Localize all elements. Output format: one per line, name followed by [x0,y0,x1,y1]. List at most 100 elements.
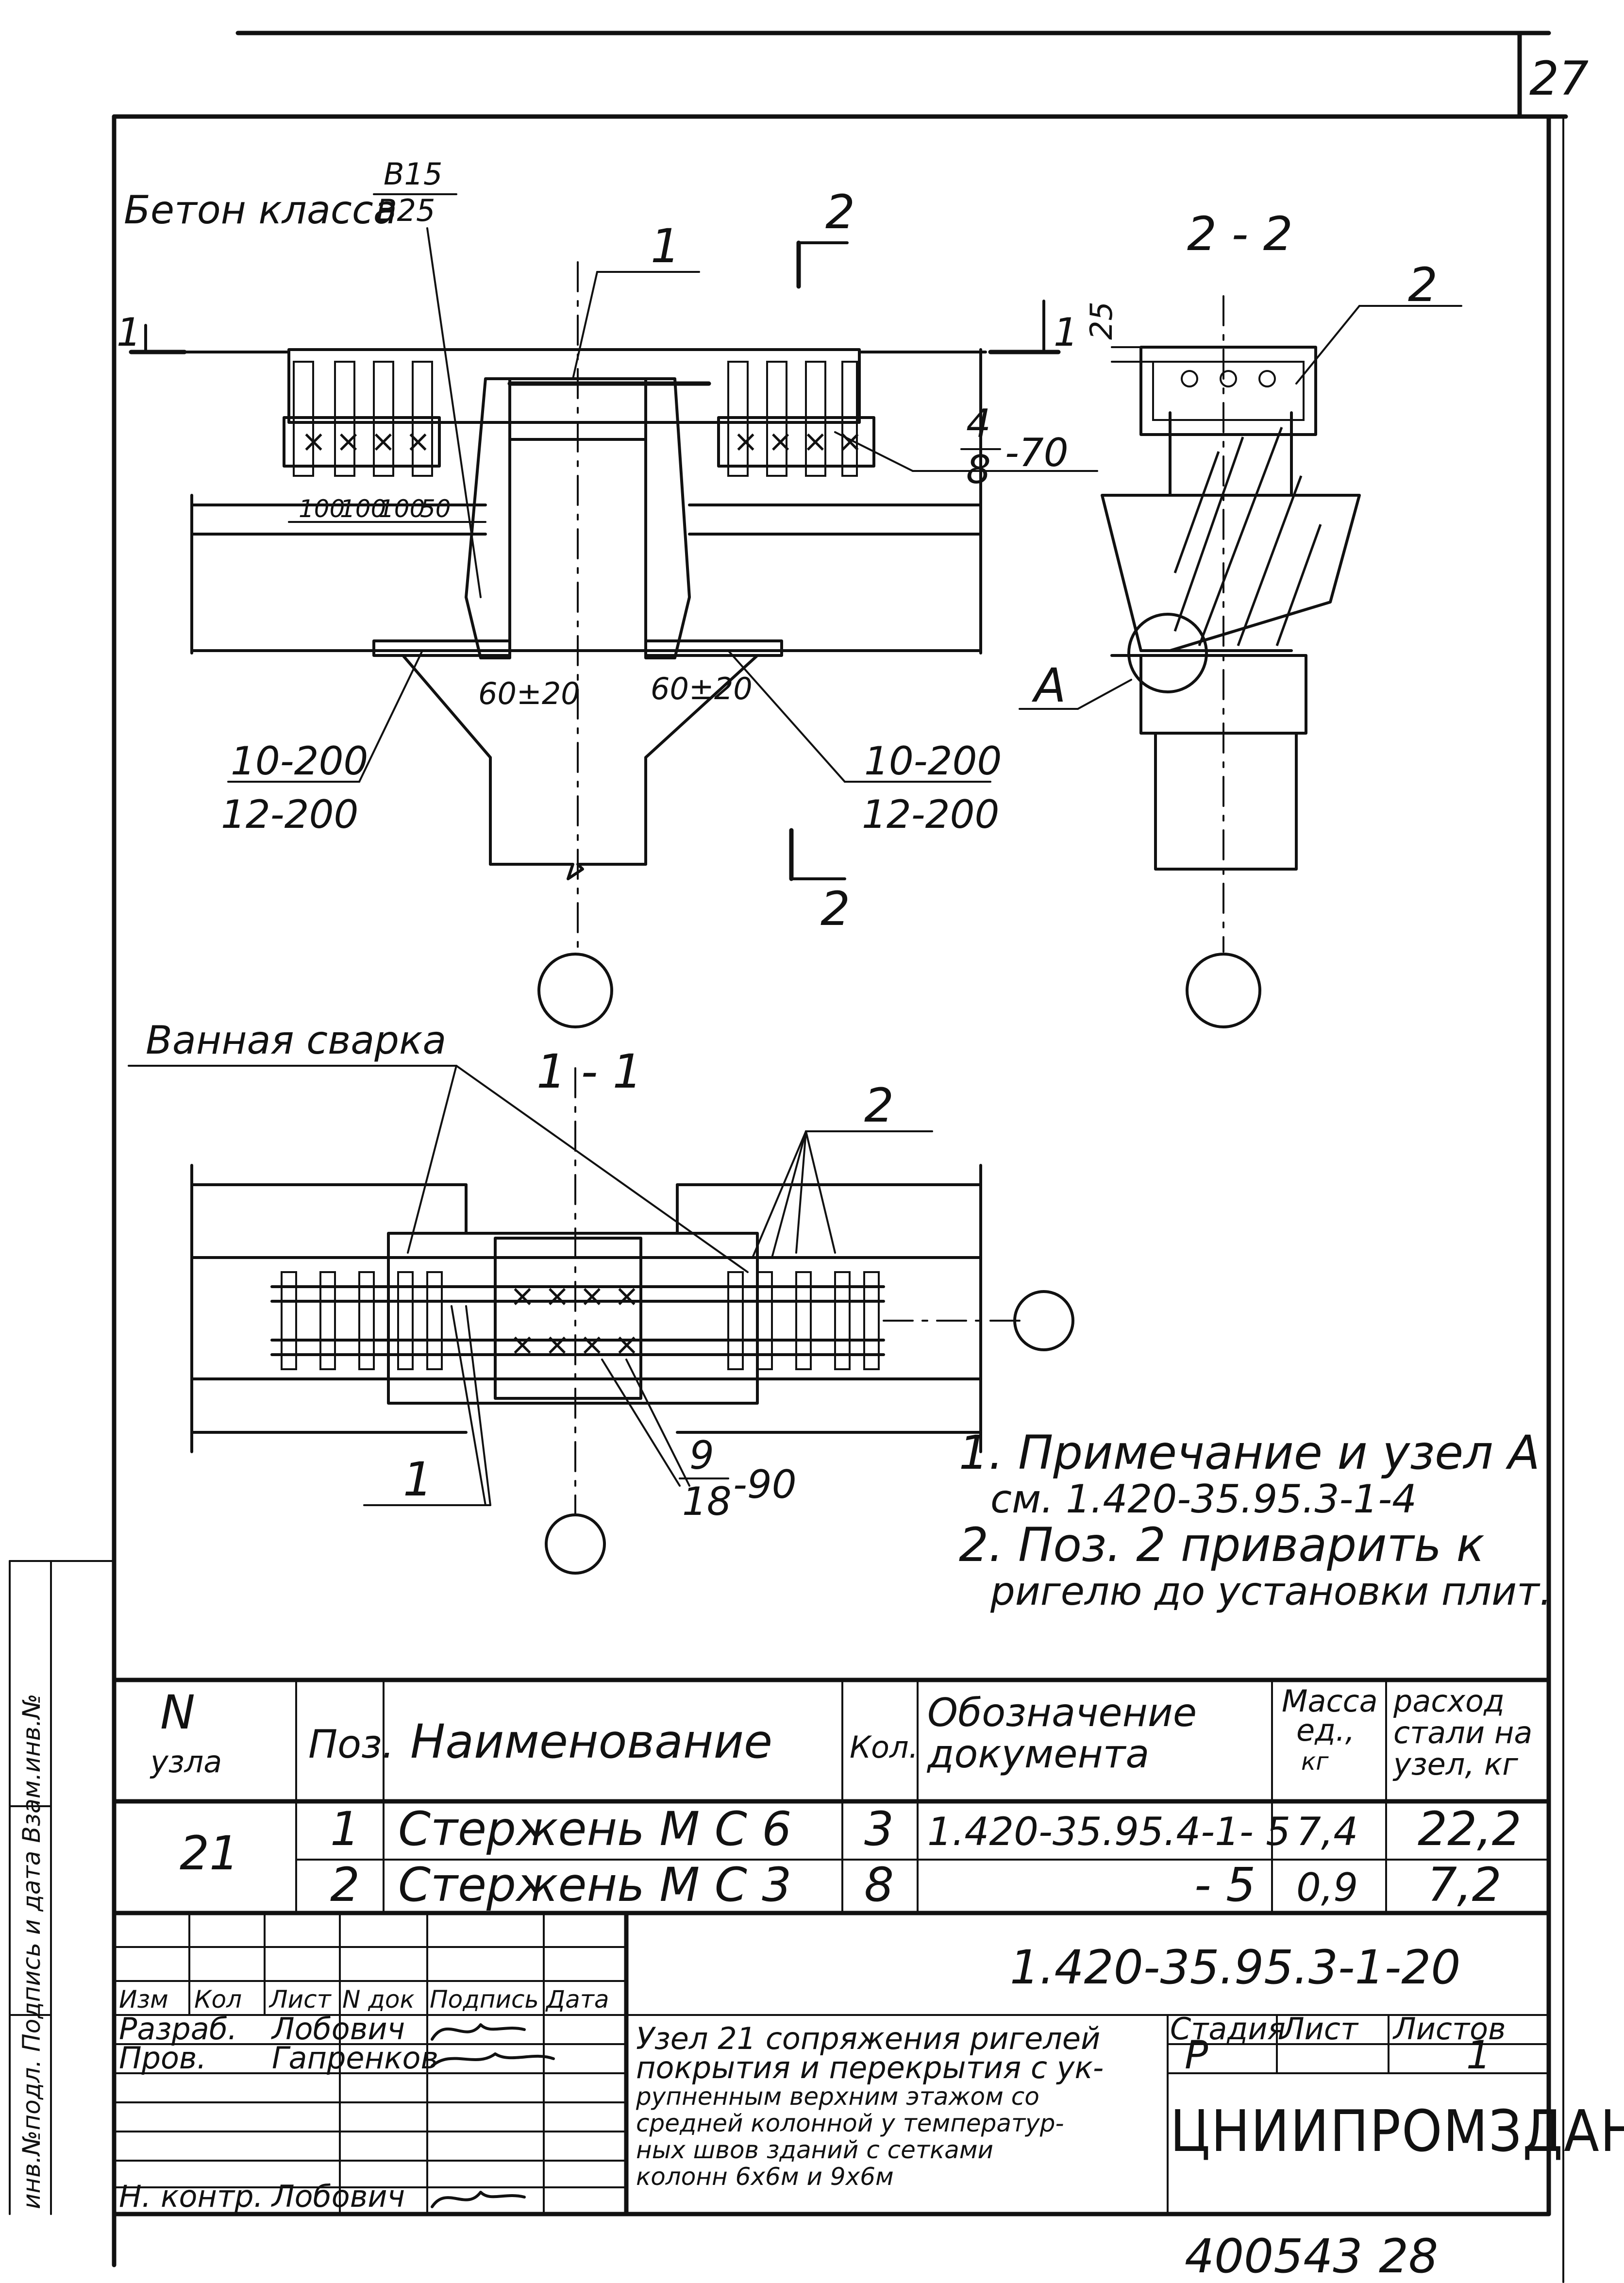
title-block: 1.420-35.95.3-1-20 Изм Кол Лист N док По… [113,1911,1624,2216]
pos-2-label-right: 2 [1408,258,1438,312]
row2-qty: 8 [864,1858,894,1912]
desc-line-1: Узел 21 сопряжения ригелей [636,2021,1100,2056]
hdr-pos: Поз. [308,1722,394,1767]
axis-circle-4 [545,1513,606,1575]
spec-table: N узла Поз. Наименование Кол. Обозначени… [112,1678,1551,1915]
stage-value: Р [1185,2032,1208,2078]
section-1-1-title: 1 - 1 [536,1044,642,1099]
cut-mark-1-right: 1 [1054,310,1078,355]
cut-mark-2-bottom: 2 [820,882,850,936]
name-nkontr: Лобович [271,2179,405,2214]
row1-doc: 1.420-35.95.4-1- 5 [927,1809,1290,1854]
weld-num: 9 [689,1433,714,1478]
organization: ЦНИИПРОМЗДАНИЙ [1170,2098,1624,2165]
note-1: 1. Примечание и узел А [959,1426,1540,1480]
row2-name: Стержень М С 3 [398,1858,791,1912]
row2-pos: 2 [330,1858,360,1912]
desc-line-3: рупненным верхним этажом со [636,2082,1039,2111]
stage-label: Стадия [1170,2011,1286,2047]
side-stamp-label: инв.№подл. Подпись и дата Взам.инв.№ [17,1694,46,2209]
drawing-number: 1.420-35.95.3-1-20 [1010,1940,1460,1995]
signature-nkontr [431,2191,526,2208]
desc-line-2: покрытия и перекрытия с ук- [636,2050,1104,2085]
svg-text:кг: кг [1301,1747,1329,1776]
svg-text:Масса: Масса [1282,1683,1378,1719]
axis-circle-3 [1013,1290,1074,1351]
svg-text:расход: расход [1393,1683,1505,1719]
weld-label: Ванная сварка [146,1018,446,1063]
axis-circle-1 [537,953,613,1028]
dim-100-a: 100 [299,495,345,523]
signature-razrab [431,2023,526,2041]
rebar-note-num: 4 [966,401,991,446]
col-izm: Изм [119,1985,168,2014]
col-kol: Кол [194,1985,242,2014]
rebar-right-bottom: 12-200 [862,792,999,837]
row2-mass: 0,9 [1296,1865,1358,1910]
col-ndoc: N док [342,1985,415,2014]
col-sign: Подпись [430,1985,539,2014]
role-nkontr: Н. контр. [119,2179,263,2214]
rebar-left-top: 10-200 [231,739,368,784]
dim-60-20-right: 60±20 [651,671,753,706]
rebar-note-len: -70 [1005,430,1069,475]
rebar-left-bottom: 12-200 [221,792,358,837]
signature-prov [431,2052,555,2067]
svg-text:× × × ×: × × × × [301,423,431,459]
sheet-frame [112,31,1568,2283]
svg-text:ед.,: ед., [1296,1712,1355,1748]
row1-total: 22,2 [1418,1802,1522,1856]
row1-qty: 3 [864,1802,894,1856]
inventory-suffix: 28 [1379,2229,1438,2283]
hdr-qty: Кол. [850,1729,918,1765]
svg-text:× × × ×: × × × × [733,423,863,459]
dim-100-b: 100 [340,495,386,523]
inventory-number: 400543 [1185,2229,1362,2283]
note-2-cont: ригелю до установки плит. [990,1569,1552,1614]
dim-50: 50 [420,495,451,523]
section-2-2: 2 - 2 2 25 А [1019,207,1462,1028]
side-stamp: инв.№подл. Подпись и дата Взам.инв.№ [9,1560,115,2215]
row2-total: 7,2 [1427,1858,1502,1912]
row1-pos: 1 [330,1802,360,1856]
svg-text:узел, кг: узел, кг [1392,1746,1518,1782]
svg-text:Обозначение: Обозначение [927,1690,1197,1735]
weld-len: -90 [733,1462,797,1507]
desc-line-5: ных швов зданий с сетками [636,2136,993,2164]
row1-mass: 7,4 [1296,1809,1358,1854]
sheets-label: Листов [1392,2011,1506,2047]
hdr-node: N [160,1685,195,1740]
elevation-view: Бетон класса B15 B25 1 1 2 2 1 [117,156,1098,1028]
sheets-value: 1 [1466,2032,1491,2078]
cut-mark-1-left: 1 [117,310,141,355]
rebar-right-top: 10-200 [864,739,1002,784]
row1-name: Стержень М С 6 [398,1802,791,1856]
node-a-label: А [1031,658,1066,713]
rebar-note-den: 8 [966,447,991,492]
svg-text:узла: узла [150,1744,222,1779]
note-1-ref: см. 1.420-35.95.3-1-4 [990,1477,1417,1522]
role-razrab: Разраб. [119,2011,237,2047]
name-prov: Гапренков [272,2040,438,2076]
pos-1-label-plan: 1 [403,1452,433,1507]
node-a-circle [1127,613,1208,693]
name-razrab: Лобович [271,2011,405,2047]
sheet-label: Лист [1281,2011,1359,2047]
svg-text:стали на: стали на [1393,1715,1532,1750]
axis-circle-2 [1186,953,1261,1028]
desc-line-6: колонн 6х6м и 9х6м [636,2163,894,2191]
notes: 1. Примечание и узел А см. 1.420-35.95.3… [959,1426,1552,1614]
role-prov: Пров. [119,2040,206,2076]
spec-node: 21 [180,1826,239,1880]
concrete-class-bottom: B25 [376,193,435,228]
note-2: 2. Поз. 2 приварить к [959,1518,1485,1572]
dim-25: 25 [1084,302,1119,340]
row2-doc: - 5 [1194,1858,1256,1912]
section-1-1: Ванная сварка 1 - 1 2 [128,1018,1074,1575]
dim-100-c: 100 [379,495,425,523]
pos-1-label-top: 1 [651,219,680,273]
weld-den: 18 [682,1479,732,1524]
cut-mark-2-top: 2 [825,185,855,239]
svg-text:документа: документа [926,1731,1149,1777]
